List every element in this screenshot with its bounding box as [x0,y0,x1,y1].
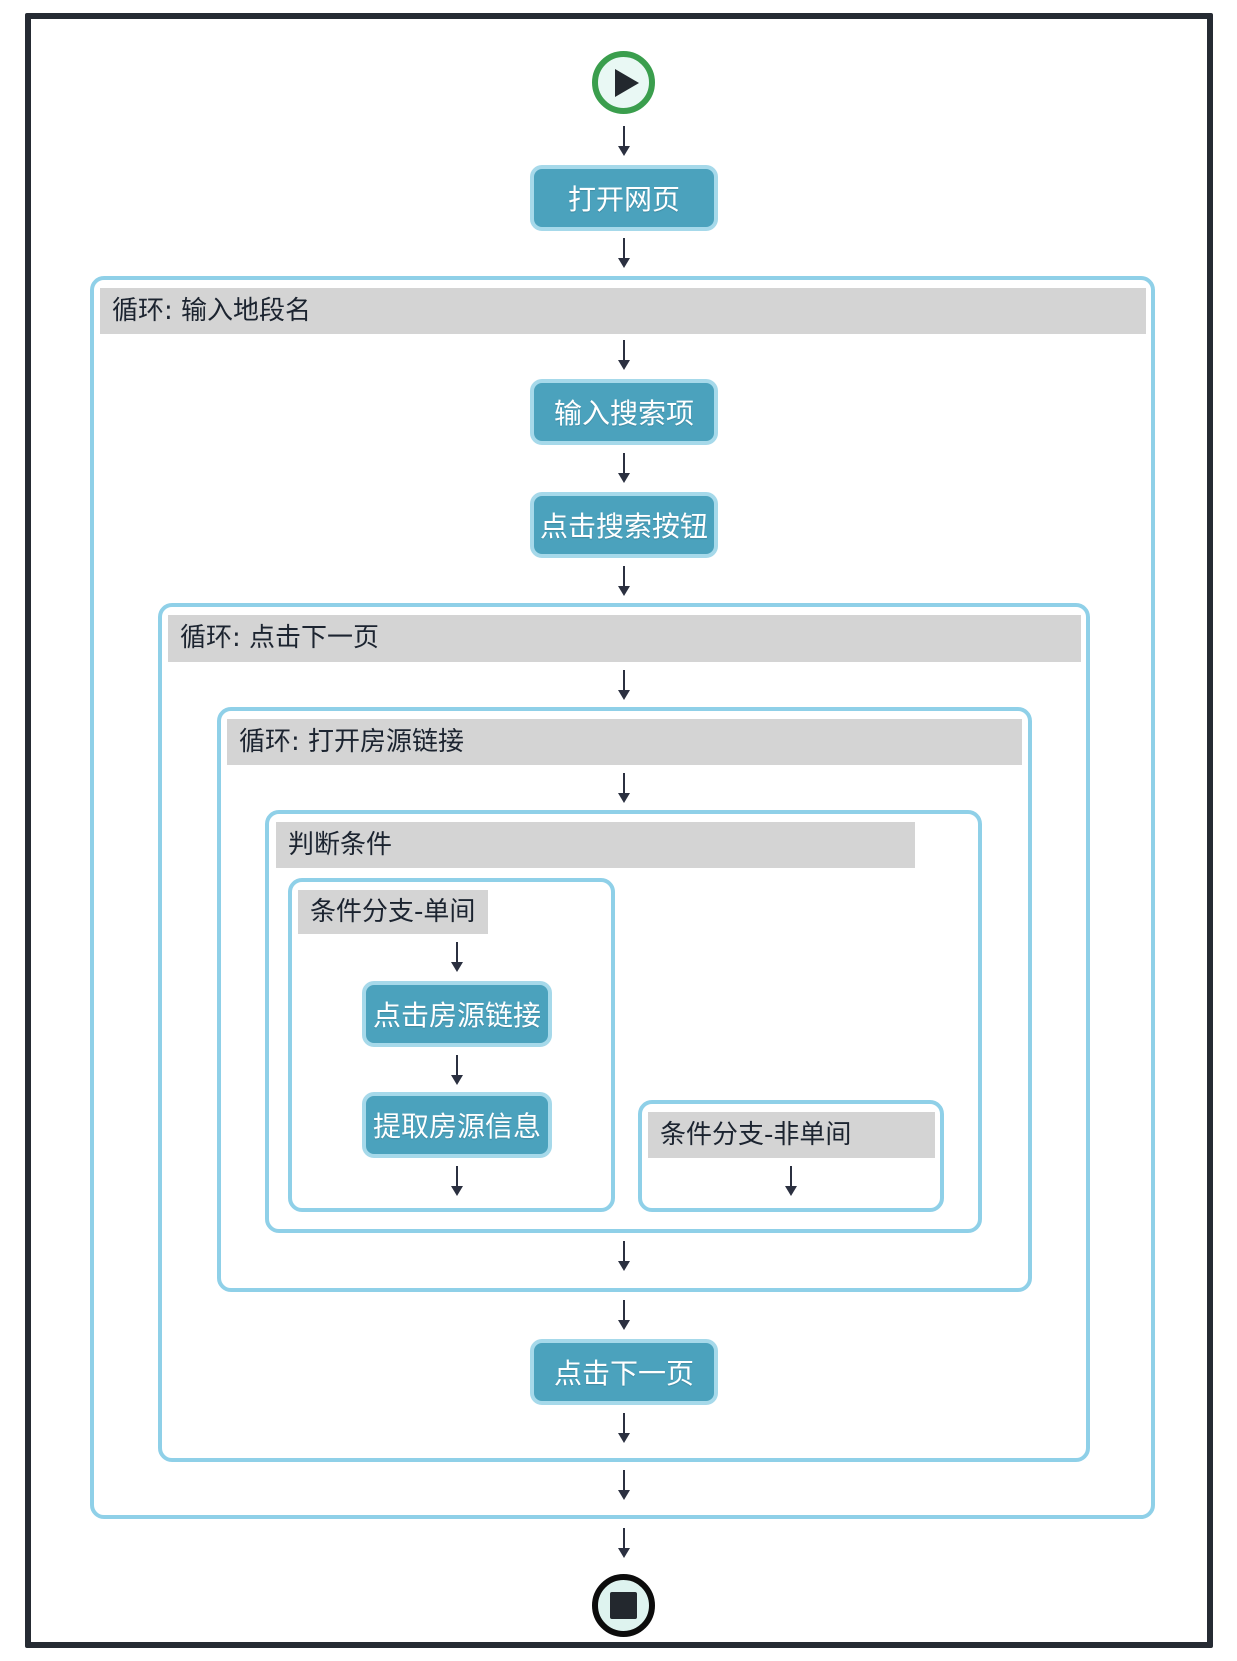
loop-click-next-page-container [158,603,1090,1462]
loop-click-next-page-header[interactable]: 循环: 点击下一页 [168,615,1081,662]
end-node[interactable] [592,1574,655,1637]
flow-arrow-icon [449,1055,465,1085]
step-open-webpage[interactable]: 打开网页 [530,165,718,231]
flow-arrow-icon [616,340,632,370]
flow-arrow-icon [449,942,465,972]
play-icon [615,68,639,97]
step-extract-listing-info[interactable]: 提取房源信息 [362,1092,552,1158]
loop-input-location-container [90,276,1155,1519]
flow-arrow-icon [616,1241,632,1271]
loop-open-listing-link-header[interactable]: 循环: 打开房源链接 [227,719,1022,765]
flow-arrow-icon [616,1470,632,1500]
loop-input-location-header[interactable]: 循环: 输入地段名 [100,288,1146,334]
flow-arrow-icon [616,670,632,700]
flow-arrow-icon [616,1300,632,1330]
flow-arrow-icon [616,1528,632,1558]
step-click-search-button[interactable]: 点击搜索按钮 [530,492,718,558]
step-input-search-term[interactable]: 输入搜索项 [530,379,718,445]
step-click-listing-link[interactable]: 点击房源链接 [362,981,552,1047]
flow-arrow-icon [616,238,632,268]
flow-arrow-icon [783,1166,799,1196]
stop-icon [610,1592,637,1619]
branch-single-room-container [288,878,615,1212]
flow-arrow-icon [616,566,632,596]
step-click-next-page[interactable]: 点击下一页 [530,1339,718,1405]
start-node[interactable] [592,51,655,114]
branch-single-room-header[interactable]: 条件分支-单间 [298,890,488,934]
flow-arrow-icon [616,453,632,483]
branch-not-single-room-container [638,1100,944,1212]
flow-arrow-icon [616,126,632,156]
loop-open-listing-link-container [217,707,1032,1292]
flow-arrow-icon [449,1166,465,1196]
condition-container [265,810,982,1233]
flow-arrow-icon [616,773,632,803]
flow-arrow-icon [616,1413,632,1443]
condition-header[interactable]: 判断条件 [276,822,915,868]
branch-not-single-room-header[interactable]: 条件分支-非单间 [648,1112,935,1158]
